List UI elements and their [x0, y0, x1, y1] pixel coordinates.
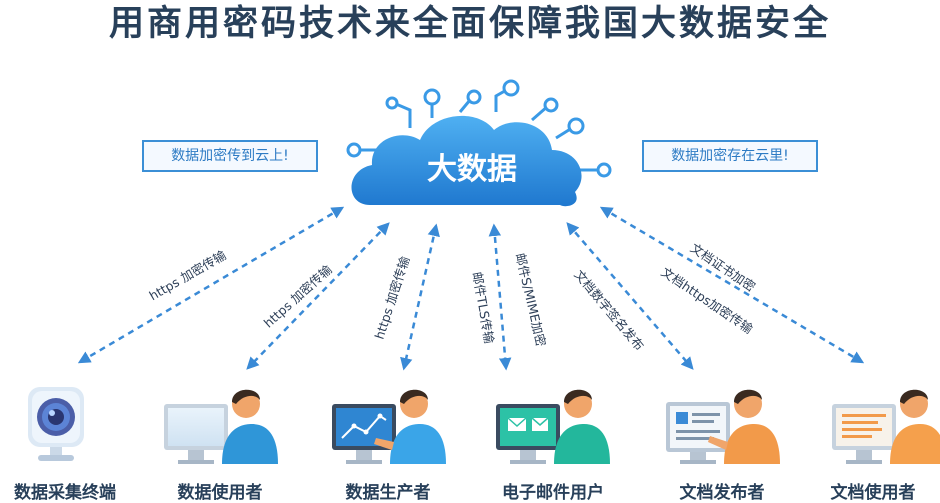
node-label-collection-terminal: 数据采集终端 — [14, 483, 116, 503]
cloud-icon — [351, 115, 582, 207]
user-at-chart-monitor-icon — [332, 389, 446, 464]
center-label: 大数据 — [427, 152, 517, 187]
callout-right: 数据加密存在云里! — [642, 140, 818, 172]
user-at-document-monitor-icon — [832, 389, 940, 464]
page-title: 用商用密码技术来全面保障我国大数据安全 — [108, 4, 831, 44]
webcam-icon — [28, 387, 84, 461]
link-arrow-3 — [400, 223, 440, 371]
node-label-data-user: 数据使用者 — [177, 483, 263, 503]
cloud-circuit-icon — [346, 79, 612, 178]
link-arrow-2 — [246, 222, 390, 370]
user-at-mail-monitor-icon — [496, 389, 610, 464]
node-label-data-producer: 数据生产者 — [345, 483, 431, 503]
link-arrow-1 — [77, 206, 345, 364]
node-label-email-user: 电子邮件用户 — [502, 483, 604, 503]
callout-left: 数据加密传到云上! — [142, 140, 318, 172]
node-label-doc-publisher: 文档发布者 — [679, 483, 765, 503]
link-arrows — [77, 206, 865, 371]
node-label-doc-user: 文档使用者 — [830, 483, 916, 503]
user-at-document-board-icon — [666, 389, 780, 464]
user-at-monitor-icon — [164, 389, 278, 464]
link-arrow-4 — [488, 223, 512, 371]
